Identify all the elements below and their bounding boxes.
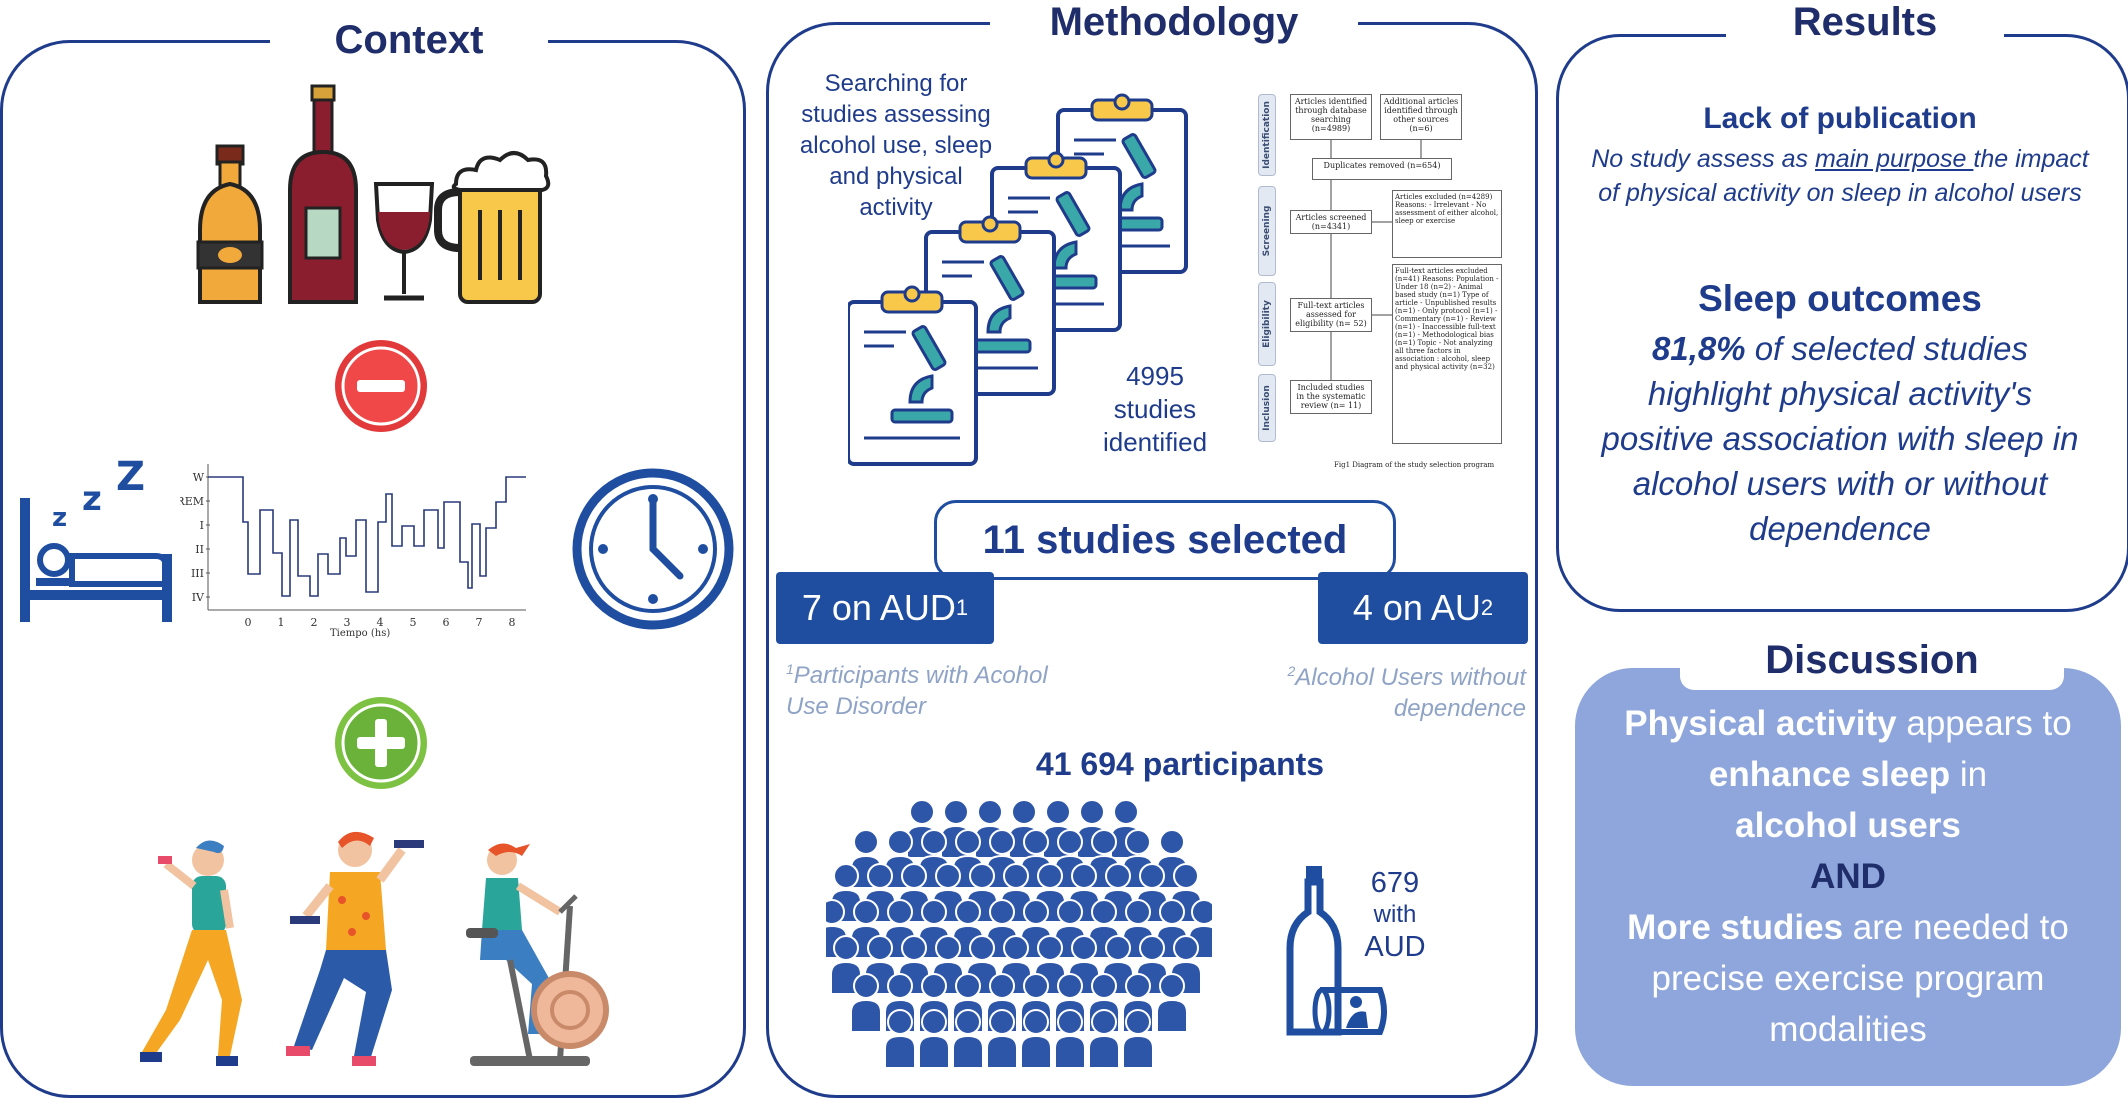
hypnogram-x-tick: 2 (311, 616, 318, 629)
crowd-person (1054, 1009, 1086, 1069)
cyclist-woman-icon (466, 843, 609, 1066)
flow-box-other: Additional articles identified through o… (1380, 94, 1462, 140)
crowd-person (918, 1009, 950, 1069)
clipboard-microscope-icon (848, 285, 978, 466)
flow-box-database: Articles identified through database sea… (1290, 94, 1372, 140)
wine-glass-icon (373, 182, 435, 301)
flow-box-fulltext-excluded: Full-text articles excluded (n=41) Reaso… (1392, 264, 1502, 444)
whiskey-bottle-icon (196, 144, 264, 304)
crowd-person (1020, 1009, 1052, 1069)
crowd-person (1156, 973, 1188, 1033)
hypnogram-x-tick: 8 (509, 616, 516, 629)
hypnogram-axes (207, 464, 526, 611)
wine-bottle-icon (288, 84, 358, 304)
svg-text:Z: Z (116, 460, 145, 500)
flow-box-screened: Articles screened (n=4341) (1290, 210, 1372, 234)
flow-side-inclusion: Inclusion (1258, 374, 1276, 442)
studies-selected-box: 11 studies selected (934, 500, 1396, 580)
plus-icon (335, 697, 427, 789)
crowd-person (1122, 1009, 1154, 1069)
crowd-person (1020, 829, 1052, 889)
flow-box-fulltext: Full-text articles assessed for eligibil… (1290, 298, 1372, 332)
crowd-person (1136, 863, 1168, 923)
clock-icon (572, 468, 734, 630)
results-title: Results (1726, 0, 2004, 45)
hypnogram-y-tick: REM (180, 495, 204, 508)
flow-box-duplicates: Duplicates removed (n=654) (1312, 158, 1452, 180)
minus-icon (335, 340, 427, 432)
lack-title: Lack of publication (1703, 102, 1977, 135)
sleep-text: 81,8% of selected studies highlight phys… (1601, 330, 2079, 547)
studies-selected-text: 11 studies selected (982, 517, 1348, 562)
studies-identified: 4995 studies identified (1102, 361, 1208, 457)
hypnogram-y-tick: IV (192, 591, 205, 604)
flow-box-included: Included studies in the systematic revie… (1290, 380, 1372, 414)
crowd-person (1088, 1009, 1120, 1069)
methodology-title: Methodology (990, 0, 1358, 45)
flow-side-eligibility: Eligibility (1258, 282, 1276, 366)
aud-with: with (1373, 901, 1417, 928)
hypnogram-x-label: Tiempo (hs) (330, 628, 390, 639)
svg-text:z: z (82, 479, 102, 519)
aud-word: AUD (1364, 931, 1426, 963)
searching-text: Searching for studies assessing alcohol … (799, 70, 993, 221)
aud-count: 679 (1370, 867, 1420, 899)
hypnogram-x-tick: 5 (410, 616, 417, 629)
lack-text: No study assess as main purpose the impa… (1591, 145, 2089, 207)
hypnogram-y-tick: I (200, 519, 204, 532)
flow-side-screening: Screening (1258, 186, 1276, 276)
flow-box-excluded: Articles excluded (n=4289) Reasons: - Ir… (1392, 190, 1502, 258)
flow-side-identification: Identification (1258, 94, 1276, 176)
crowd-person (1156, 829, 1188, 889)
exercise-people-group (140, 831, 609, 1066)
hypnogram-y-tick: III (191, 567, 204, 580)
flow-arrows (1330, 140, 1422, 380)
hypnogram-y-tick: W (193, 471, 205, 484)
crowd-person (986, 1009, 1018, 1069)
prisma-flowchart: Identification Screening Eligibility Inc… (1256, 90, 1502, 480)
alcohol-drinks-group (196, 84, 551, 304)
context-title: Context (270, 18, 548, 63)
discussion-title: Discussion (1680, 630, 2064, 690)
hypnogram-x-tick: 3 (344, 616, 351, 629)
discussion-text: Physical activity appears to enhance sle… (1624, 704, 2072, 1049)
crowd-person (952, 1009, 984, 1069)
hypnogram-trace (208, 476, 526, 597)
hypnogram-y-tick: II (195, 543, 204, 556)
bed-sleep-icon: z z Z (20, 460, 172, 622)
svg-text:z: z (52, 503, 67, 533)
discussion-and: AND (1810, 857, 1886, 896)
au-note: 2Alcohol Users without dependence (1287, 663, 1526, 722)
dumbbell-man-icon (286, 831, 424, 1066)
crowd-icon (826, 799, 1212, 1069)
clipboard-stack (848, 93, 1188, 466)
crowd-person (850, 973, 882, 1033)
aud-note: 1Participants with Acohol Use Disorder (786, 661, 1048, 720)
sleep-title: Sleep outcomes (1698, 278, 1982, 319)
hypnogram-x-tick: 1 (278, 616, 285, 629)
bottle-glass-icon (1286, 866, 1387, 1036)
results-panel (1556, 34, 2128, 612)
aud-count-block: 679 with AUD (1350, 866, 1440, 964)
hypnogram-x-tick: 7 (476, 616, 483, 629)
hypnogram-x-tick: 4 (377, 616, 384, 629)
hypnogram-x-tick: 6 (443, 616, 450, 629)
crowd-person (884, 1009, 916, 1069)
discussion-panel (1575, 668, 2121, 1086)
beer-mug-icon (434, 151, 551, 304)
hypnogram-x-tick: 0 (245, 616, 252, 629)
participants-text: 41 694 participants (1035, 746, 1325, 782)
flow-caption: Fig1 Diagram of the study selection prog… (1334, 461, 1495, 469)
runner-woman-icon (140, 840, 242, 1066)
